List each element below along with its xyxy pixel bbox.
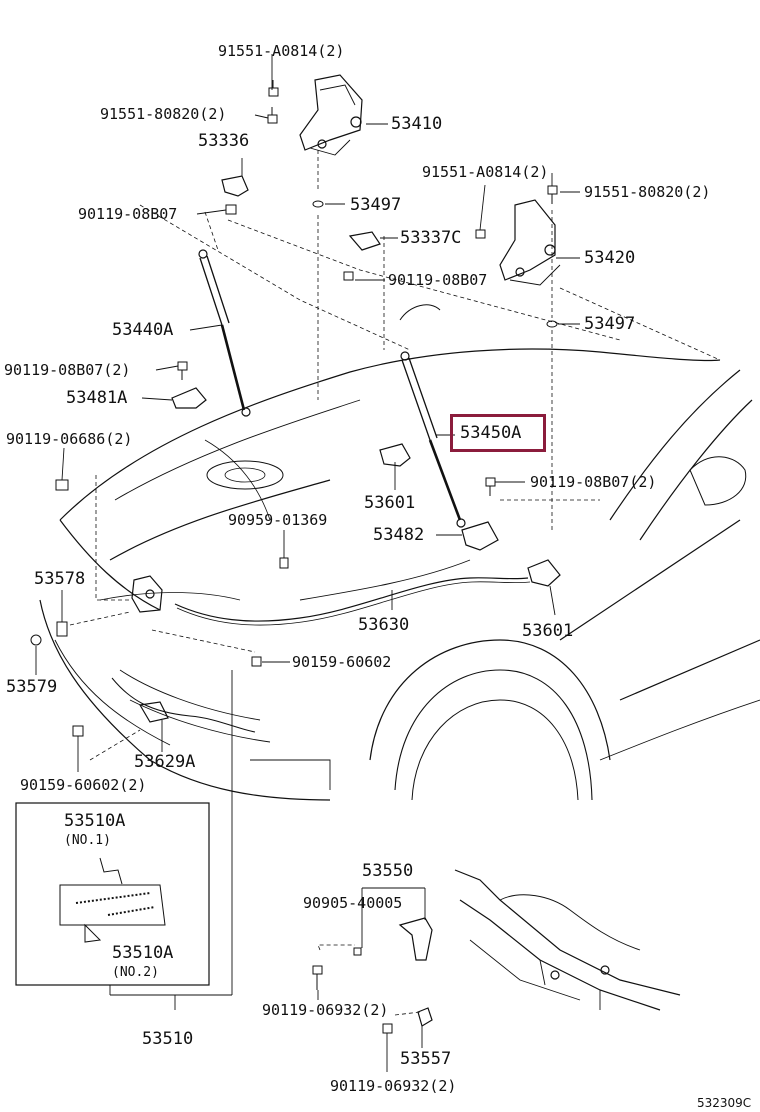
hood-lock-and-cable-drawing xyxy=(111,575,531,733)
label-90959-01369[interactable]: 90959-01369 xyxy=(228,511,328,529)
lower-support-structure xyxy=(398,869,681,1027)
leader-lines xyxy=(35,54,580,1072)
label-90119-08b07-2-right[interactable]: 90119-08B07(2) xyxy=(530,473,657,491)
label-90119-08b07-2-left[interactable]: 90119-08B07(2) xyxy=(4,361,131,379)
label-53601-upper[interactable]: 53601 xyxy=(364,493,416,513)
label-90905-40005[interactable]: 90905-40005 xyxy=(303,894,403,912)
label-53497-top[interactable]: 53497 xyxy=(350,195,402,215)
label-91551-a0814-top[interactable]: 91551-A0814(2) xyxy=(218,42,345,60)
label-90119-06932-b[interactable]: 90119-06932(2) xyxy=(330,1077,457,1095)
label-53336[interactable]: 53336 xyxy=(198,131,250,151)
label-53510a-no2[interactable]: 53510A xyxy=(112,943,174,963)
label-53420[interactable]: 53420 xyxy=(584,248,636,268)
car-body-outline xyxy=(39,304,760,801)
label-53497-right[interactable]: 53497 xyxy=(584,314,636,334)
label-53629a[interactable]: 53629A xyxy=(134,752,196,772)
label-53550[interactable]: 53550 xyxy=(362,861,414,881)
label-91551-a0814-right[interactable]: 91551-A0814(2) xyxy=(422,163,549,181)
hood-hinge-left-drawing xyxy=(299,74,363,156)
label-53410[interactable]: 53410 xyxy=(391,114,443,134)
label-53337c[interactable]: 53337C xyxy=(400,228,462,248)
diagram-reference-code: 532309C xyxy=(697,1096,752,1110)
label-90119-08b07-mid[interactable]: 90119-08B07 xyxy=(388,271,488,289)
label-53578[interactable]: 53578 xyxy=(34,569,86,589)
label-no1: (NO.1) xyxy=(64,833,111,848)
label-53630[interactable]: 53630 xyxy=(358,615,410,635)
label-90119-06932-a[interactable]: 90119-06932(2) xyxy=(262,1001,389,1019)
hood-support-right-drawing xyxy=(400,351,466,528)
label-53510a-no1[interactable]: 53510A xyxy=(64,811,126,831)
highlight-box-53450A xyxy=(450,414,546,452)
label-53557[interactable]: 53557 xyxy=(400,1049,452,1069)
label-90159-60602[interactable]: 90159-60602 xyxy=(292,653,392,671)
label-53579[interactable]: 53579 xyxy=(6,677,58,697)
label-53450a[interactable]: 53450A xyxy=(460,423,522,443)
label-53601-lower[interactable]: 53601 xyxy=(522,621,574,641)
label-91551-80820-top[interactable]: 91551-80820(2) xyxy=(100,105,227,123)
dashed-reference-lines xyxy=(69,150,721,1016)
stay-brackets xyxy=(171,175,561,587)
inset-lock-detail xyxy=(15,802,210,986)
hood-hinge-right-drawing xyxy=(499,199,561,286)
hood-support-left-drawing xyxy=(198,249,251,417)
label-53481a[interactable]: 53481A xyxy=(66,388,128,408)
label-90159-60602-2[interactable]: 90159-60602(2) xyxy=(20,776,147,794)
label-53440a[interactable]: 53440A xyxy=(112,320,174,340)
label-53510[interactable]: 53510 xyxy=(142,1029,194,1049)
label-90119-08b07-left[interactable]: 90119-08B07 xyxy=(78,205,178,223)
label-91551-80820-right[interactable]: 91551-80820(2) xyxy=(584,183,711,201)
label-53482[interactable]: 53482 xyxy=(373,525,425,545)
label-90119-06686[interactable]: 90119-06686(2) xyxy=(6,430,133,448)
label-no2: (NO.2) xyxy=(112,965,159,980)
